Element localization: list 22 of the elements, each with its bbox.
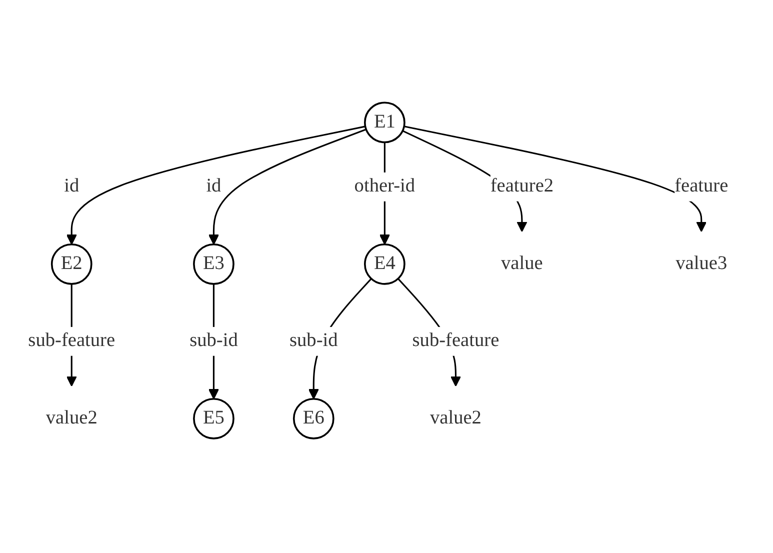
node-text: value2 [430,407,482,428]
node-circle: E3 [193,243,234,284]
node-circle: E1 [364,101,406,143]
edge-label: feature2 [490,176,554,196]
node-circle: E6 [292,398,334,439]
edge-label: id [206,176,222,196]
edge-label: sub-id [289,330,338,351]
edge-label: other-id [354,176,416,196]
edge-label: id [64,176,80,196]
node-text: value [501,252,543,274]
node-circle: E2 [50,243,92,284]
node-text: value2 [46,407,98,428]
edge-label: sub-feature [28,330,116,351]
edge-label: sub-id [190,330,238,351]
node-circle: E4 [364,243,406,284]
edge-label: sub-feature [412,330,500,351]
arrow [404,125,707,232]
edge-label: feature [674,176,728,196]
arrow [208,128,366,244]
arrow [66,125,366,244]
node-circle: E5 [193,398,234,439]
node-text: value3 [676,252,728,274]
